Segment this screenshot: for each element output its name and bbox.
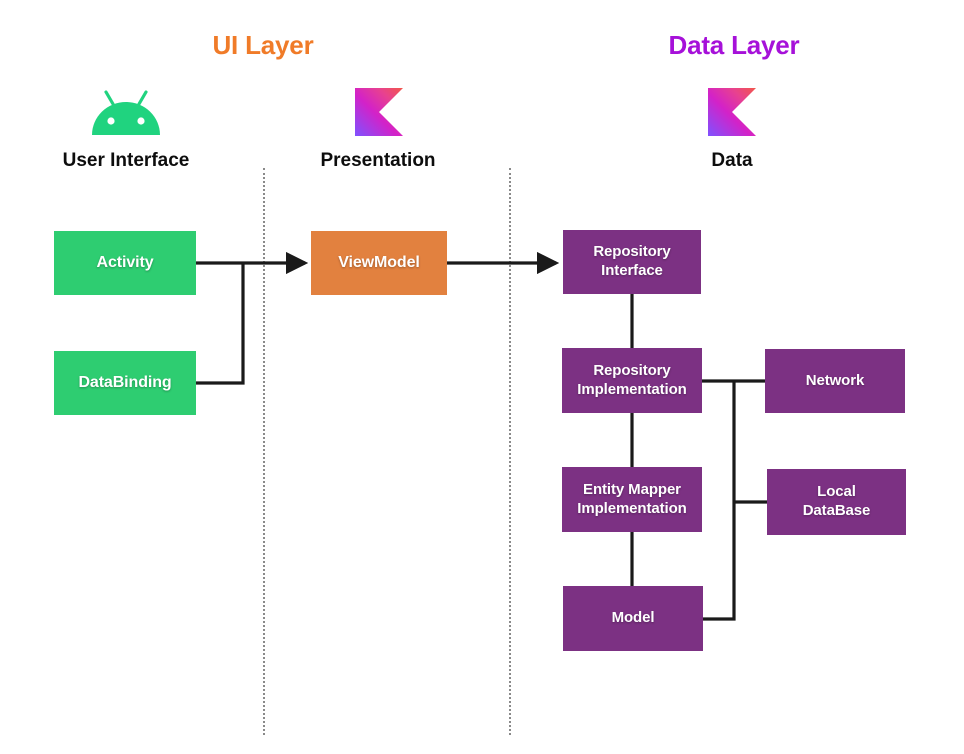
line-1: Entity Mapper [583,480,681,498]
line-1: Repository [593,243,671,261]
line-1: Local [817,483,856,501]
column-label-presentation: Presentation [320,150,436,171]
node-entity-mapper-implementation[interactable]: Entity Mapper Implementation [562,467,702,532]
column-label-user-interface: User Interface [62,150,190,171]
node-repository-implementation[interactable]: Repository Implementation [562,348,702,413]
node-activity-label: Activity [96,254,154,271]
line-2: Implementation [577,380,687,398]
node-activity[interactable]: Activity [54,231,196,295]
line-1: Repository [593,361,671,379]
layer-divider-ui [263,168,265,735]
kotlin-icon [708,88,756,136]
node-repository-interface-label: Repository Interface [593,243,670,281]
ui-layer-title: UI Layer [212,30,314,60]
node-model-label: Model [611,609,655,627]
node-databinding-label: DataBinding [78,374,172,391]
node-model[interactable]: Model [563,586,703,651]
node-network-label: Network [805,371,865,389]
node-entity-mapper-implementation-label: Entity Mapper Implementation [577,480,687,519]
node-databinding[interactable]: DataBinding [54,351,196,415]
node-local-database-label: Local DataBase [803,483,871,521]
node-viewmodel[interactable]: ViewModel [311,231,447,295]
line-2: Implementation [577,499,687,517]
line-2: DataBase [802,502,871,519]
kotlin-icon [355,88,403,136]
node-repository-interface[interactable]: Repository Interface [563,230,701,294]
node-network[interactable]: Network [765,349,905,413]
node-local-database[interactable]: Local DataBase [767,469,906,535]
line-2: Interface [601,262,663,279]
data-layer-title: Data Layer [668,30,800,60]
android-icon [89,90,163,136]
node-viewmodel-label: ViewModel [338,254,420,271]
node-repository-implementation-label: Repository Implementation [577,361,687,400]
layer-divider-data [509,168,511,735]
column-label-data: Data [711,150,753,171]
